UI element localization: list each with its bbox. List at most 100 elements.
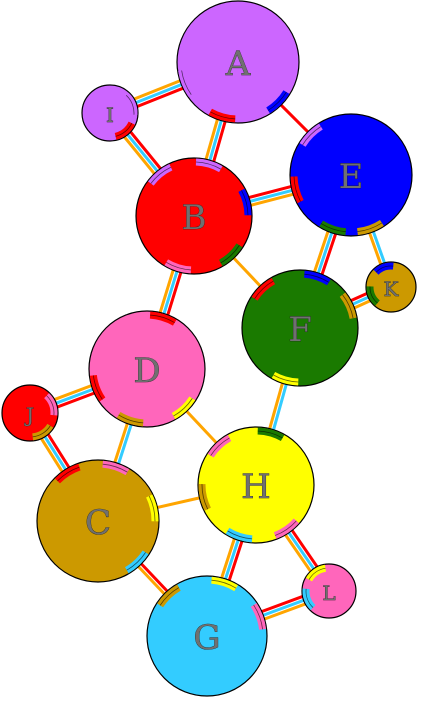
port-marker-outline: [102, 463, 128, 473]
edge-strand: [182, 407, 221, 447]
edge-strand: [44, 430, 73, 472]
port-marker-outline: [159, 587, 180, 606]
port-marker-outline: [304, 273, 330, 283]
port-marker-outline: [357, 222, 383, 233]
edge-strand: [41, 432, 69, 474]
edge-strand: [222, 535, 241, 584]
port-marker-outline: [125, 95, 135, 115]
edge-strand: [165, 268, 184, 319]
edge-strand: [161, 267, 180, 318]
edge-D-H: [182, 407, 221, 447]
port-marker-outline: [375, 265, 394, 273]
node-e: [289, 113, 413, 237]
port-marker-outline: [92, 375, 103, 400]
port-marker-outline: [57, 466, 80, 482]
edge-strand: [115, 420, 134, 468]
node-g: [146, 575, 268, 697]
edge-strand: [50, 382, 96, 403]
edge-C-G: [134, 559, 172, 598]
nodes-layer: [1, 0, 417, 697]
node-label-b: B: [182, 198, 207, 238]
node-label-a: A: [225, 44, 251, 84]
port-marker-outline: [227, 530, 253, 540]
edge-strand: [124, 130, 162, 176]
edge-strand: [137, 559, 172, 596]
edge-strand: [134, 562, 169, 598]
edge-A-B: [203, 115, 228, 166]
edge-strand: [244, 184, 296, 200]
edge-A-I: [130, 77, 188, 110]
edge-J-C: [38, 430, 73, 476]
port-marker-outline: [148, 495, 156, 522]
node-label-e: E: [339, 157, 364, 197]
edge-D-J: [50, 382, 99, 410]
node-label-c: C: [85, 503, 111, 543]
edge-strand: [130, 77, 185, 102]
edge-H-G: [219, 534, 245, 585]
edge-B-F: [230, 254, 264, 290]
edge-strand: [207, 116, 224, 165]
edge-strand: [219, 534, 237, 582]
edge-A-E: [277, 101, 312, 136]
edge-strand: [127, 128, 165, 173]
port-marker-outline: [173, 398, 193, 417]
edge-D-C: [112, 419, 134, 468]
port-marker-outline: [274, 520, 297, 536]
port-marker-outline: [267, 91, 287, 111]
edge-strand: [112, 419, 130, 467]
node-b: [135, 157, 253, 275]
node-label-g: G: [193, 618, 220, 658]
edge-strand: [211, 117, 228, 166]
edge-strand: [203, 115, 220, 164]
edge-strand: [366, 228, 384, 269]
port-marker-outline: [118, 414, 144, 424]
node-label-j: J: [24, 403, 34, 427]
port-marker-outline: [201, 484, 209, 510]
node-label-f: F: [288, 310, 312, 350]
edge-strand: [246, 191, 298, 208]
port-marker-outline: [369, 286, 378, 304]
node-c: [36, 459, 160, 583]
edge-strand: [133, 85, 188, 110]
edge-strand: [267, 379, 285, 433]
edge-H-L: [282, 526, 321, 576]
node-i: [81, 84, 139, 142]
edge-strand: [260, 601, 310, 622]
port-marker-outline: [181, 70, 192, 95]
port-marker-outline: [293, 176, 301, 202]
edge-strand: [230, 254, 264, 290]
edge-strand: [288, 526, 321, 571]
port-marker-outline: [308, 567, 326, 580]
port-marker-outline: [220, 244, 240, 264]
edge-strand: [285, 528, 318, 573]
port-marker-outline: [46, 395, 55, 416]
edge-F-H: [267, 379, 289, 434]
edge-strand: [257, 593, 307, 615]
node-label-i: I: [106, 103, 114, 127]
port-marker-outline: [150, 314, 175, 324]
port-marker-outline: [150, 166, 172, 184]
edge-strand: [271, 380, 289, 434]
node-h: [197, 426, 315, 544]
edge-strand: [51, 386, 97, 406]
node-a: [176, 0, 300, 124]
edge-E-K: [366, 227, 388, 269]
edge-strand: [245, 187, 297, 204]
port-marker-outline: [195, 161, 222, 170]
edge-C-H: [153, 495, 204, 510]
edge-E-F: [311, 227, 339, 279]
port-marker-outline: [257, 430, 283, 439]
port-marker-outline: [166, 261, 191, 271]
node-l: [301, 563, 357, 619]
port-marker-outline: [126, 552, 146, 571]
port-marker-outline: [241, 190, 249, 216]
edge-I-B: [120, 128, 165, 178]
node-label-k: K: [384, 277, 400, 301]
edge-strand: [259, 597, 308, 619]
port-marker-outline: [210, 111, 236, 120]
port-marker-outline: [253, 604, 263, 630]
node-d: [88, 310, 206, 428]
port-marker-outline: [305, 588, 314, 608]
